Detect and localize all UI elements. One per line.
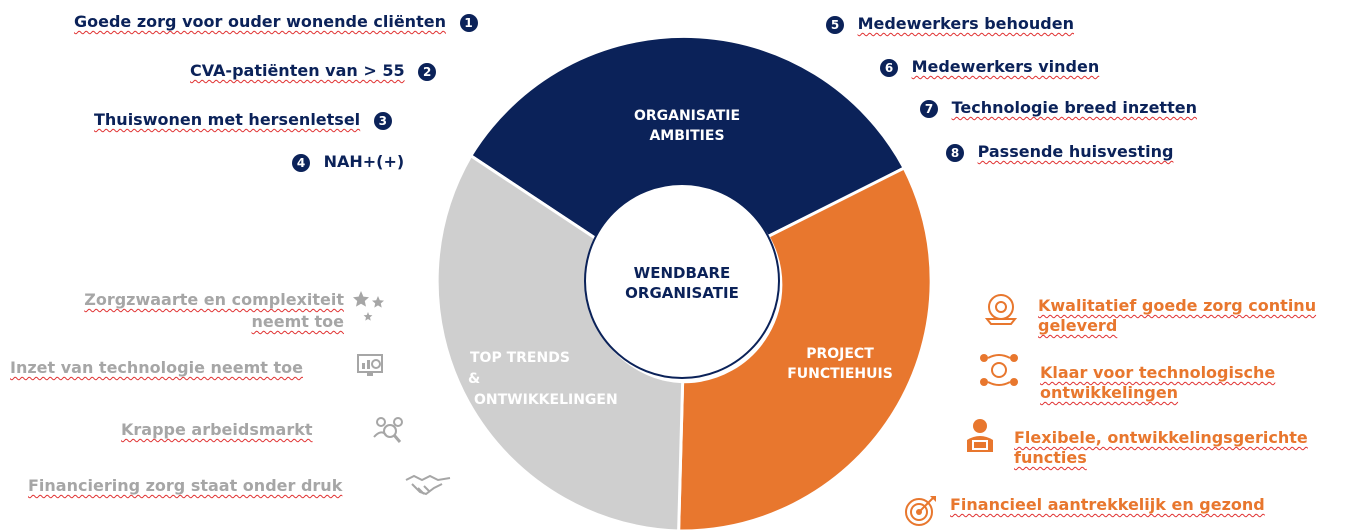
segment-label-ambities: ORGANISATIE AMBITIES: [602, 106, 772, 146]
ambition-number: 1: [459, 13, 478, 32]
ambition-number: 6: [880, 58, 898, 77]
functiehuis-text-line2: geleverd: [1038, 316, 1118, 335]
center-label-line2: ORGANISATIE: [625, 284, 739, 302]
segment-label-ambities-line1: ORGANISATIE: [633, 108, 741, 124]
trend-text-line1: Financiering zorg staat onder druk: [28, 476, 343, 495]
worker-laptop-icon: [967, 419, 993, 452]
segment-label-trends-line2: &: [468, 371, 481, 387]
cycle-icon: [984, 294, 1018, 325]
segment-label-trends-line1: TOP TRENDS: [470, 350, 570, 366]
functiehuis-text-line2: functies: [1014, 448, 1087, 467]
trend-text-line1: Zorgzwaarte en complexiteit: [84, 290, 344, 309]
functiehuis-text-line1: Flexibele, ontwikkelingsgerichte: [1014, 428, 1308, 447]
ambition-text: Technologie breed inzetten: [951, 98, 1197, 117]
ambition-text: Medewerkers vinden: [911, 57, 1100, 76]
ambition-item-3: Thuiswonen met hersenletsel 3: [94, 110, 392, 130]
ambition-number: 3: [373, 111, 392, 130]
trend-item-3: Krappe arbeidsmarkt: [121, 420, 313, 439]
ambition-text: Goede zorg voor ouder wonende cliënten: [74, 12, 446, 31]
ambition-item-6: 6 Medewerkers vinden: [880, 57, 1099, 77]
stars-icon: [353, 291, 384, 321]
functiehuis-text-line2: ontwikkelingen: [1040, 383, 1179, 402]
ambition-number: 8: [946, 143, 964, 162]
ambition-item-4: 4 NAH+(+): [292, 152, 404, 172]
ambition-number: 5: [826, 15, 844, 34]
ambition-item-1: Goede zorg voor ouder wonende cliënten 1: [74, 12, 478, 32]
ambition-number: 2: [418, 62, 437, 81]
segment-label-trends: TOP TRENDS & ONTWIKKELINGEN: [468, 348, 678, 411]
functiehuis-text-line1: Financieel aantrekkelijk en gezond: [950, 495, 1265, 514]
monitor-chart-icon: [357, 354, 383, 376]
segment-label-functiehuis-line2: FUNCTIEHUIS: [787, 366, 893, 382]
segment-project-functiehuis: [677, 165, 933, 531]
segment-label-functiehuis: PROJECT FUNCTIEHUIS: [770, 344, 910, 384]
ambition-item-2: CVA-patiënten van > 55 2: [190, 61, 437, 81]
trend-text-line1: Krappe arbeidsmarkt: [121, 420, 313, 439]
handshake-icon: [405, 474, 451, 496]
ambition-text: CVA-patiënten van > 55: [190, 61, 405, 80]
center-circle: [584, 183, 780, 379]
trend-text-line2: neemt toe: [251, 312, 344, 331]
functiehuis-item-2: Klaar voor technologische ontwikkelingen: [1040, 363, 1275, 403]
ambition-item-8: 8 Passende huisvesting: [946, 142, 1173, 162]
trend-item-1: Zorgzwaarte en complexiteit neemt toe: [34, 289, 344, 333]
functiehuis-item-3: Flexibele, ontwikkelingsgerichte functie…: [1014, 428, 1308, 468]
segment-label-ambities-line2: AMBITIES: [649, 128, 725, 144]
segment-label-trends-line3: ONTWIKKELINGEN: [474, 392, 618, 408]
people-search-icon: [373, 417, 403, 443]
trend-text-line1: Inzet van technologie neemt toe: [10, 358, 303, 377]
ambition-text: NAH+(+): [323, 152, 405, 171]
ambition-text: Medewerkers behouden: [857, 14, 1074, 33]
functiehuis-text-line1: Kwalitatief goede zorg continu: [1038, 296, 1317, 315]
target-icon: [905, 496, 936, 526]
center-label-line1: WENDBARE: [633, 264, 731, 282]
ambition-number: 7: [920, 99, 938, 118]
segment-label-functiehuis-line1: PROJECT: [806, 346, 874, 362]
ambition-text: Passende huisvesting: [977, 142, 1174, 161]
functiehuis-item-4: Financieel aantrekkelijk en gezond: [950, 495, 1265, 515]
network-icon: [980, 354, 1018, 386]
center-label: WENDBARE ORGANISATIE: [602, 263, 762, 303]
functiehuis-text-line1: Klaar voor technologische: [1040, 363, 1276, 382]
ambition-text: Thuiswonen met hersenletsel: [94, 110, 361, 129]
ambition-item-7: 7 Technologie breed inzetten: [920, 98, 1197, 118]
ambition-number: 4: [292, 153, 310, 172]
trend-item-4: Financiering zorg staat onder druk: [28, 476, 342, 495]
ambition-item-5: 5 Medewerkers behouden: [826, 14, 1074, 34]
trend-item-2: Inzet van technologie neemt toe: [10, 358, 303, 377]
functiehuis-item-1: Kwalitatief goede zorg continu geleverd: [1038, 296, 1316, 336]
